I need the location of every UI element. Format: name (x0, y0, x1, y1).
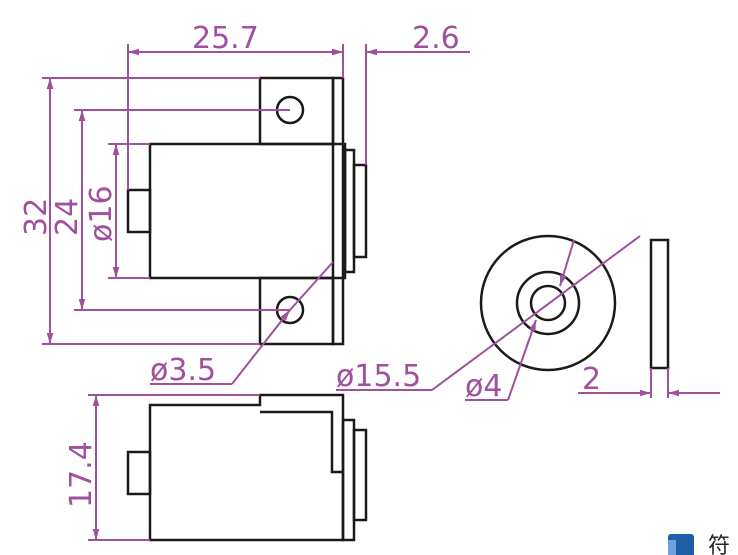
dim-hole-spacing: 24 (50, 198, 85, 236)
front-view (126, 76, 368, 346)
washer-view (479, 234, 670, 372)
dim-washer-inner-diameter: ø4 (465, 369, 502, 404)
front-flange (343, 148, 356, 274)
front-boss (352, 163, 368, 259)
dim-body-diameter: ø16 (84, 185, 119, 242)
side-boss (352, 428, 368, 522)
side-view (126, 393, 368, 542)
dim-hole-diameter: ø3.5 (150, 353, 216, 388)
plunger-stub (126, 188, 152, 234)
dim-washer-thickness: 2 (582, 362, 601, 397)
document-icon (668, 534, 694, 555)
back-plate (331, 76, 345, 346)
side-flange (341, 418, 356, 542)
dimension-lines (42, 44, 720, 541)
washer-edge-view (649, 238, 670, 370)
dim-side-height: 17.4 (64, 441, 99, 508)
washer-mid-circle (515, 270, 581, 336)
washer-inner-circle (529, 284, 567, 322)
watermark: 符 (668, 534, 730, 555)
dim-height-overall: 32 (19, 198, 54, 236)
dim-plate-thickness: 2.6 (412, 21, 460, 56)
dim-washer-outer-diameter: ø15.5 (336, 359, 421, 394)
watermark-text: 符 (708, 534, 730, 555)
magnet-body (148, 142, 347, 280)
side-body-outline (148, 393, 345, 542)
dim-width-overall: 25.7 (192, 21, 259, 56)
side-plunger-stub (126, 450, 152, 496)
side-tab-step (260, 410, 343, 474)
washer-outer-circle (479, 234, 617, 372)
